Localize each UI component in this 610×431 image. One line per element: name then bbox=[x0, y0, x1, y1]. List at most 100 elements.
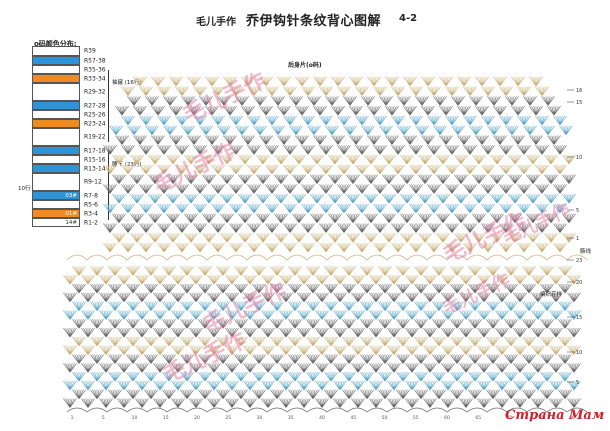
legend-swatch bbox=[32, 65, 80, 74]
chart-stitch bbox=[297, 345, 311, 355]
chart-stitch bbox=[526, 213, 540, 223]
chart-stitch bbox=[171, 310, 185, 320]
chart-stitch bbox=[193, 203, 207, 214]
legend-row: R17-18 bbox=[32, 146, 120, 155]
chart-stitch bbox=[162, 266, 176, 276]
side-label: 腋线 bbox=[580, 249, 592, 255]
chart-stitch bbox=[256, 174, 270, 184]
chart-stitch bbox=[126, 266, 140, 276]
legend-row: R9-12 bbox=[32, 173, 120, 191]
chart-stitch bbox=[337, 115, 351, 126]
chart-stitch bbox=[508, 174, 522, 184]
chart-stitch bbox=[216, 301, 230, 311]
chart-stitch bbox=[379, 125, 393, 135]
chart-stitch bbox=[324, 319, 338, 329]
chart-stitch bbox=[409, 86, 423, 96]
chart-stitch bbox=[229, 164, 243, 175]
chart-stitch bbox=[63, 275, 77, 285]
chart-stitch bbox=[163, 125, 177, 135]
chart-stitch bbox=[271, 96, 285, 106]
stitch-count-label: 65 bbox=[475, 415, 481, 421]
chart-stitch bbox=[342, 371, 356, 382]
chart-stitch bbox=[234, 389, 248, 399]
brand-label: 毛儿手作 bbox=[196, 17, 236, 28]
chart-stitch bbox=[288, 301, 302, 311]
legend-row: 01#R3-4 bbox=[32, 209, 120, 218]
chart-stitch bbox=[454, 154, 468, 165]
chart-stitch bbox=[405, 398, 419, 408]
chart-stitch bbox=[333, 380, 347, 391]
chart-stitch bbox=[279, 275, 293, 285]
chart-stitch bbox=[553, 115, 567, 126]
chart-stitch bbox=[313, 106, 327, 116]
row-marker-label: 5 bbox=[576, 380, 579, 386]
chart-stitch bbox=[153, 380, 167, 391]
chart-stitch bbox=[487, 125, 501, 135]
chart-stitch bbox=[535, 86, 549, 96]
chart-stitch bbox=[135, 380, 149, 391]
chart-stitch bbox=[451, 96, 465, 106]
chart-stitch bbox=[529, 135, 543, 145]
chart-stitch bbox=[180, 371, 194, 382]
chart-stitch bbox=[508, 194, 522, 204]
chart-stitch bbox=[450, 301, 464, 311]
bracket-line bbox=[108, 70, 109, 142]
chart-stitch bbox=[130, 213, 144, 223]
chart-stitch bbox=[283, 242, 297, 253]
chart-stitch bbox=[369, 310, 383, 320]
chart-stitch bbox=[148, 233, 162, 243]
chart-stitch bbox=[472, 194, 486, 204]
chart-stitch bbox=[331, 76, 345, 87]
chart-stitch bbox=[216, 389, 230, 399]
chart-stitch bbox=[331, 135, 345, 145]
chart-stitch bbox=[99, 292, 113, 303]
chart-stitch bbox=[439, 135, 453, 145]
chart-stitch bbox=[223, 106, 237, 116]
chart-stitch bbox=[297, 363, 311, 373]
chart-stitch bbox=[319, 115, 333, 126]
chart-stitch bbox=[162, 336, 176, 347]
chart-stitch bbox=[562, 213, 576, 223]
chart-stitch bbox=[234, 283, 248, 294]
chart-stitch bbox=[261, 275, 275, 285]
chart-stitch bbox=[513, 310, 527, 320]
stitch-count-label: 50 bbox=[382, 415, 388, 421]
chart-stitch bbox=[549, 380, 563, 391]
chart-stitch bbox=[567, 398, 581, 408]
chart-stitch bbox=[108, 266, 122, 276]
chart-stitch bbox=[288, 319, 302, 329]
chart-stitch bbox=[157, 145, 171, 155]
chart-stitch bbox=[205, 76, 219, 87]
chart-stitch bbox=[99, 275, 113, 285]
chart-stitch bbox=[324, 283, 338, 294]
chart-stitch bbox=[547, 135, 561, 145]
chart-stitch bbox=[187, 76, 201, 87]
legend-swatch bbox=[32, 83, 80, 101]
chart-stitch bbox=[112, 174, 126, 184]
chart-stitch bbox=[162, 389, 176, 399]
chart-stitch bbox=[252, 389, 266, 399]
chart-stitch bbox=[135, 363, 149, 373]
chart-stitch bbox=[396, 354, 410, 364]
chart-stitch bbox=[288, 389, 302, 399]
chart-stitch bbox=[387, 292, 401, 303]
chart-stitch bbox=[187, 135, 201, 145]
chart-stitch bbox=[385, 76, 399, 87]
chart-stitch bbox=[202, 174, 216, 184]
stitch-count-label: 80 bbox=[569, 415, 575, 421]
chart-stitch bbox=[315, 345, 329, 355]
chart-stitch bbox=[169, 106, 183, 116]
chart-stitch bbox=[423, 275, 437, 285]
chart-stitch bbox=[139, 203, 153, 214]
chart-stitch bbox=[486, 371, 500, 382]
chart-stitch bbox=[151, 76, 165, 87]
stitch-count-label: 5 bbox=[102, 415, 105, 421]
chart-stitch bbox=[364, 174, 378, 184]
chart-stitch bbox=[270, 301, 284, 311]
chart-stitch bbox=[441, 363, 455, 373]
chart-stitch bbox=[373, 115, 387, 126]
chart-stitch bbox=[99, 363, 113, 373]
chart-stitch bbox=[522, 336, 536, 347]
chart-stitch bbox=[117, 292, 131, 303]
chart-stitch bbox=[441, 345, 455, 355]
